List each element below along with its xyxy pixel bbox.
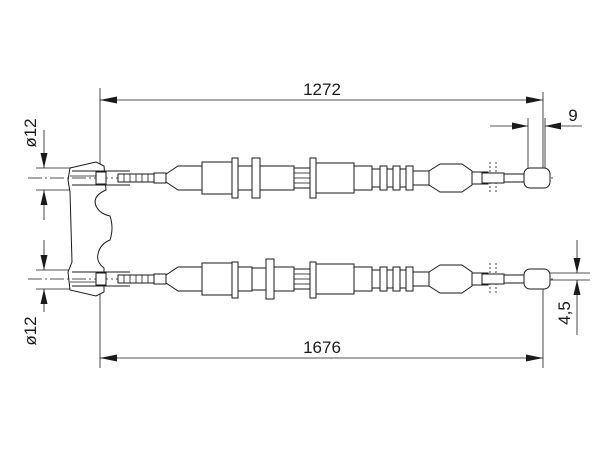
bellows-top xyxy=(371,165,414,191)
end-fitting-left-top xyxy=(95,171,107,185)
dimension-label-9: 9 xyxy=(568,106,577,125)
dimension-offset-end: 9 xyxy=(490,106,582,168)
end-fitting-left-bottom xyxy=(95,272,107,286)
sleeve-bottom-1 xyxy=(201,262,233,296)
dimension-label-1676: 1676 xyxy=(303,338,341,357)
dimension-label-diameter-bottom: ø12 xyxy=(21,316,40,345)
cable-bottom xyxy=(28,258,556,300)
sleeve-bottom-2 xyxy=(315,263,355,295)
dimension-label-1272: 1272 xyxy=(303,80,341,99)
dimension-label-diameter-top: ø12 xyxy=(21,118,40,147)
dimension-length-top: 1272 xyxy=(99,80,544,178)
adjuster-bottom xyxy=(265,258,275,300)
adjuster-top xyxy=(251,157,261,199)
end-nipple-bottom xyxy=(523,268,551,290)
bellows-bottom xyxy=(371,266,414,292)
dimension-offset-vertical: 4,5 xyxy=(545,240,590,335)
cable-top xyxy=(28,157,556,199)
end-nipple-top xyxy=(523,167,551,189)
dimension-label-4-5: 4,5 xyxy=(555,301,574,325)
dimension-length-bottom: 1676 xyxy=(99,285,544,368)
sleeve-top-2 xyxy=(315,162,355,194)
sleeve-top-1 xyxy=(201,161,233,195)
